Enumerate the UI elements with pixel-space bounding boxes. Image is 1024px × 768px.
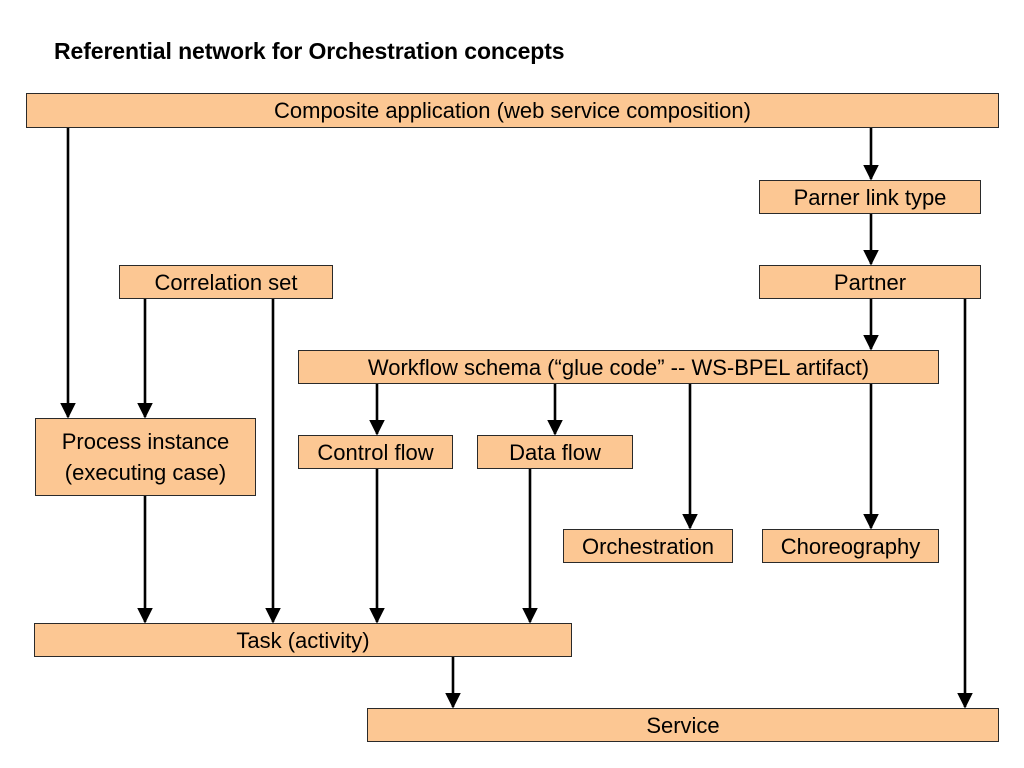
node-composite-application-label: Composite application (web service compo… — [274, 98, 751, 123]
node-composite-application: Composite application (web service compo… — [26, 93, 999, 128]
node-process-instance-line2: (executing case) — [64, 460, 227, 485]
diagram-title: Referential network for Orchestration co… — [54, 38, 565, 64]
node-choreography-label: Choreography — [780, 533, 921, 559]
node-control-flow: Control flow — [298, 435, 453, 469]
node-partner: Partner — [759, 265, 981, 299]
node-service-label: Service — [646, 712, 720, 738]
node-correlation-set-label: Correlation set — [154, 269, 298, 295]
node-data-flow: Data flow — [477, 435, 633, 469]
node-parner-link-type-label: Parner link type — [793, 184, 947, 210]
node-correlation-set: Correlation set — [119, 265, 333, 299]
node-choreography: Choreography — [762, 529, 939, 563]
node-task-label: Task (activity) — [236, 627, 370, 653]
node-service: Service — [367, 708, 999, 742]
node-data-flow-label: Data flow — [509, 439, 601, 465]
node-orchestration: Orchestration — [563, 529, 733, 563]
node-partner-label: Partner — [833, 269, 907, 295]
node-control-flow-label: Control flow — [317, 439, 434, 465]
node-orchestration-label: Orchestration — [581, 533, 715, 559]
node-process-instance: Process instance (executing case) — [35, 418, 256, 496]
node-process-instance-line1: Process instance — [61, 429, 230, 454]
node-workflow-schema: Workflow schema (“glue code” -- WS-BPEL … — [298, 350, 939, 384]
node-task: Task (activity) — [34, 623, 572, 657]
node-workflow-schema-label: Workflow schema (“glue code” -- WS-BPEL … — [367, 354, 870, 380]
